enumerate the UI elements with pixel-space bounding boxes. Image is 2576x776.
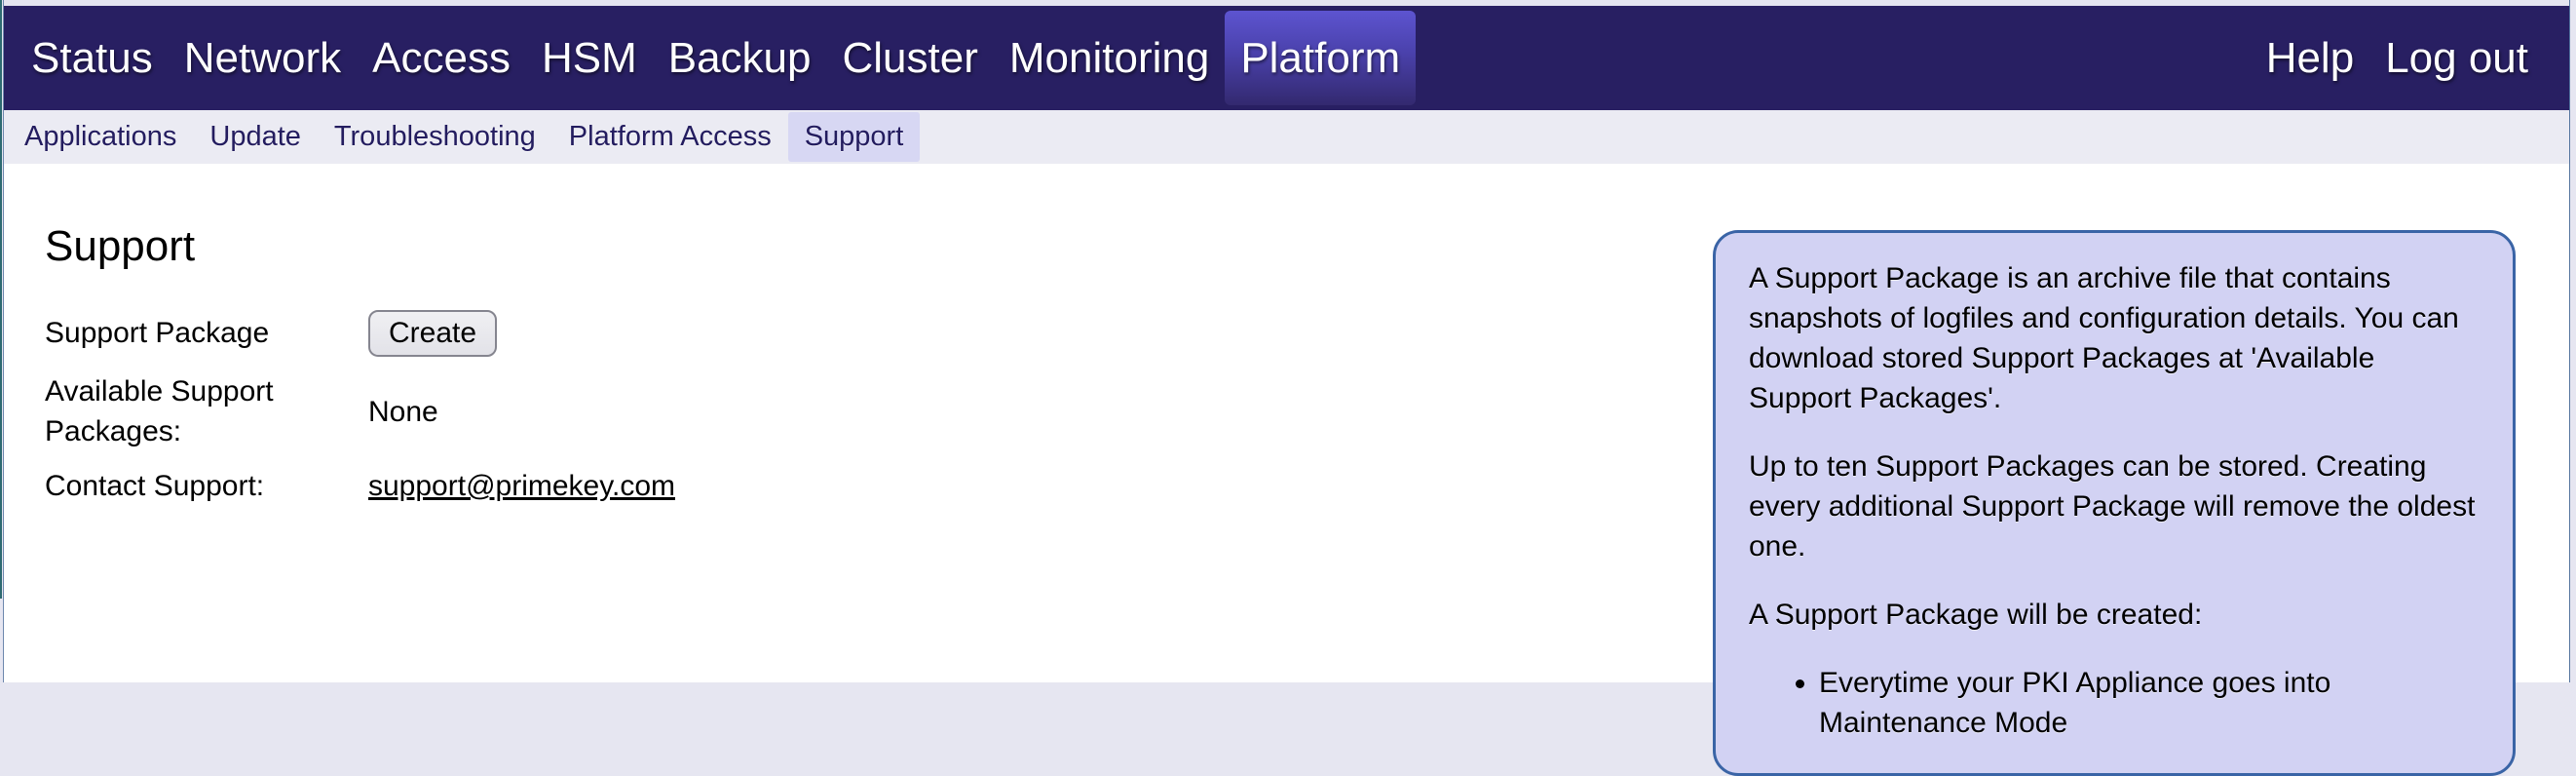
topnav-item-backup[interactable]: Backup xyxy=(667,33,812,82)
topnav-item-help[interactable]: Help xyxy=(2265,33,2355,82)
topnav-item-logout[interactable]: Log out xyxy=(2385,33,2528,82)
subnav-item-platform-access[interactable]: Platform Access xyxy=(568,121,772,152)
topnav-item-platform[interactable]: Platform xyxy=(1225,11,1417,105)
top-navigation-bar: Status Network Access HSM Backup Cluster… xyxy=(4,6,2569,110)
topnav-item-hsm[interactable]: HSM xyxy=(541,33,637,82)
contact-support-row: Contact Support: support@primekey.com xyxy=(45,467,1117,507)
create-button[interactable]: Create xyxy=(368,310,498,357)
sub-navigation-bar: Applications Update Troubleshooting Plat… xyxy=(4,110,2569,164)
topnav-item-cluster[interactable]: Cluster xyxy=(842,33,978,82)
contact-support-label: Contact Support: xyxy=(45,470,265,502)
support-info-box: A Support Package is an archive file tha… xyxy=(1713,230,2516,776)
support-package-row: Support Package Create xyxy=(45,310,1117,357)
subnav-item-support[interactable]: Support xyxy=(787,112,921,162)
support-package-label: Support Package xyxy=(45,316,270,349)
subnav-item-troubleshooting[interactable]: Troubleshooting xyxy=(333,121,536,152)
infobox-paragraph-3: A Support Package will be created: xyxy=(1749,599,2203,631)
page: Status Network Access HSM Backup Cluster… xyxy=(3,0,2570,776)
contact-support-link[interactable]: support@primekey.com xyxy=(368,470,675,503)
top-strip xyxy=(4,0,2569,6)
infobox-bullet-item: Everytime your PKI Appliance goes into M… xyxy=(1819,663,2480,743)
topnav-item-monitoring[interactable]: Monitoring xyxy=(1008,33,1210,82)
topnav-item-status[interactable]: Status xyxy=(31,33,153,82)
available-packages-value: None xyxy=(368,395,438,428)
infobox-bullet-list: Everytime your PKI Appliance goes into M… xyxy=(1749,663,2480,743)
subnav-item-applications[interactable]: Applications xyxy=(24,121,177,152)
available-packages-row: Available Support Packages: None xyxy=(45,372,1117,451)
topnav-item-network[interactable]: Network xyxy=(183,33,342,82)
page-title: Support xyxy=(45,222,196,270)
infobox-paragraph-1: A Support Package is an archive file tha… xyxy=(1749,262,2459,414)
content-area: Support Support Package Create Available… xyxy=(4,222,2569,507)
subnav-item-update[interactable]: Update xyxy=(209,121,301,152)
topnav-item-access[interactable]: Access xyxy=(372,33,511,82)
infobox-paragraph-2: Up to ten Support Packages can be stored… xyxy=(1749,450,2476,563)
available-packages-label: Available Support Packages: xyxy=(45,375,274,447)
